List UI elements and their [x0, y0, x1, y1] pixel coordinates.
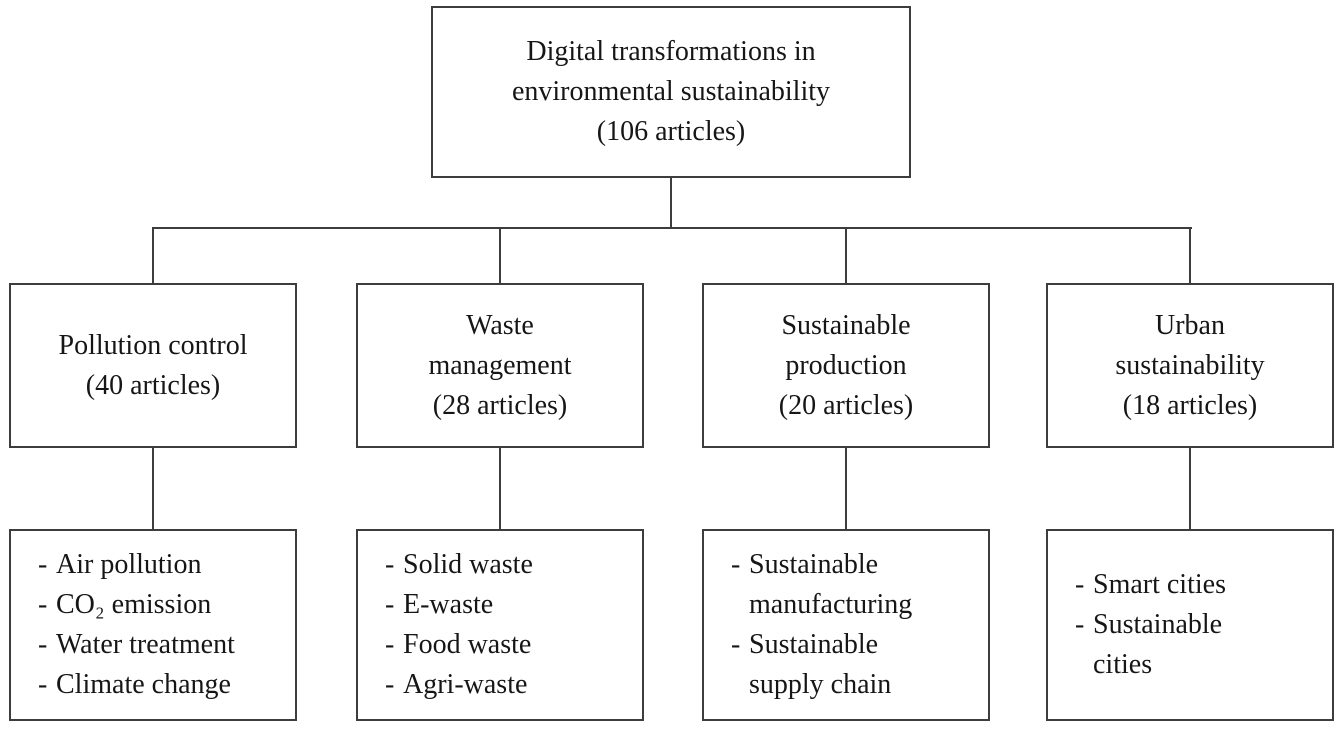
bullet-dash: - — [38, 589, 48, 620]
leaf-node-urban-sustainability: - Smart cities - Sustainable cities — [1046, 529, 1334, 721]
bullet-dash: - — [385, 629, 395, 660]
list-item-text: Air pollution — [56, 549, 202, 580]
branch-title-line: management — [428, 349, 572, 381]
connector-drop-urban-sustainability — [1189, 227, 1191, 285]
list-item: - Agri-waste — [385, 665, 632, 705]
branch-node-sustainable-production: Sustainable production (20 articles) — [702, 283, 990, 448]
bullet-dash: - — [731, 549, 741, 580]
branch-title-line: Waste — [466, 309, 534, 341]
leaf-node-sustainable-production: - Sustainable manufacturing - Sustainabl… — [702, 529, 990, 721]
root-node-count: (106 articles) — [596, 116, 746, 147]
bullet-dash: - — [385, 589, 395, 620]
leaf-node-pollution-control: - Air pollution - CO₂ emission - Water t… — [9, 529, 297, 721]
list-item: - CO₂ emission — [38, 585, 285, 625]
branch-title-line: sustainability — [1115, 349, 1265, 381]
bullet-dash: - — [38, 669, 48, 700]
bullet-dash: - — [385, 549, 395, 580]
connector-leaf-waste-management — [499, 446, 501, 531]
branch-count: (18 articles) — [1122, 389, 1258, 421]
bullet-dash: - — [1075, 609, 1085, 640]
connector-leaf-sustainable-production — [845, 446, 847, 531]
connector-drop-sustainable-production — [845, 227, 847, 285]
list-item-text: E-waste — [403, 589, 494, 620]
bullet-dash: - — [731, 629, 741, 660]
list-item-text: Sustainable manufacturing — [749, 549, 913, 620]
list-item: - Food waste — [385, 625, 632, 665]
branch-title-line: Urban — [1155, 309, 1225, 341]
list-item: - Sustainable cities — [1075, 605, 1322, 685]
branch-count: (40 articles) — [85, 369, 221, 401]
branch-node-pollution-control: Pollution control (40 articles) — [9, 283, 297, 448]
list-item-text: Water treatment — [56, 629, 235, 660]
connector-leaf-pollution-control — [152, 446, 154, 531]
branch-title-line: production — [785, 349, 907, 381]
connector-drop-waste-management — [499, 227, 501, 285]
list-item: - Water treatment — [38, 625, 285, 665]
branch-count: (28 articles) — [432, 389, 568, 421]
branch-title-line: Pollution control — [58, 329, 248, 361]
list-item-text: Food waste — [403, 629, 532, 660]
list-item-text: Solid waste — [403, 549, 533, 580]
connector-drop-pollution-control — [152, 227, 154, 285]
list-item: - Smart cities — [1075, 565, 1322, 605]
list-item: - E-waste — [385, 585, 632, 625]
root-node-line: environmental sustainability — [511, 76, 831, 107]
bullet-dash: - — [38, 629, 48, 660]
branch-node-urban-sustainability: Urban sustainability (18 articles) — [1046, 283, 1334, 448]
list-item-text: Climate change — [56, 669, 231, 700]
list-item-text: CO₂ emission — [56, 589, 212, 620]
list-item: - Climate change — [38, 665, 285, 705]
connector-leaf-urban-sustainability — [1189, 446, 1191, 531]
list-item: - Sustainable supply chain — [731, 625, 978, 705]
bullet-dash: - — [1075, 569, 1085, 600]
branch-title-line: Sustainable — [781, 309, 911, 341]
list-item: - Air pollution — [38, 545, 285, 585]
connector-root-riser — [670, 176, 672, 229]
connector-bus — [152, 227, 1192, 229]
leaf-node-waste-management: - Solid waste - E-waste - Food waste - A… — [356, 529, 644, 721]
list-item-text: Smart cities — [1093, 569, 1226, 600]
list-item-text: Agri-waste — [403, 669, 528, 700]
branch-count: (20 articles) — [778, 389, 914, 421]
list-item-text: Sustainable cities — [1093, 609, 1223, 680]
list-item: - Solid waste — [385, 545, 632, 585]
list-item: - Sustainable manufacturing — [731, 545, 978, 625]
branch-node-waste-management: Waste management (28 articles) — [356, 283, 644, 448]
root-node-line: Digital transformations in — [526, 36, 816, 67]
bullet-dash: - — [38, 549, 48, 580]
root-node: Digital transformations in environmental… — [431, 6, 911, 178]
bullet-dash: - — [385, 669, 395, 700]
list-item-text: Sustainable supply chain — [749, 629, 892, 700]
